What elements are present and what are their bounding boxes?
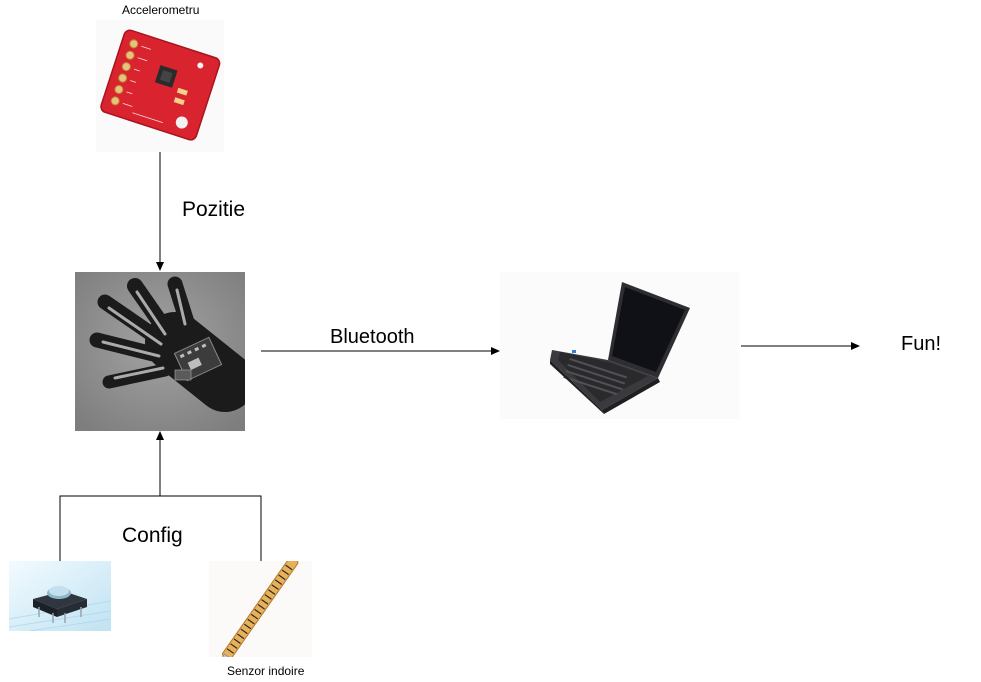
push-button-image — [9, 561, 111, 631]
position-label: Pozitie — [182, 198, 245, 222]
laptop-image — [500, 272, 739, 419]
accelerometer-board-image — [96, 20, 224, 152]
flex-sensor-image — [209, 561, 312, 657]
bluetooth-label: Bluetooth — [330, 326, 415, 349]
accelerometer-label: Accelerometru — [122, 3, 199, 17]
sensor-glove-image — [75, 272, 245, 431]
flex-sensor-label: Senzor indoire — [227, 664, 304, 678]
fun-label: Fun! — [901, 333, 941, 356]
config-label: Config — [122, 524, 183, 548]
